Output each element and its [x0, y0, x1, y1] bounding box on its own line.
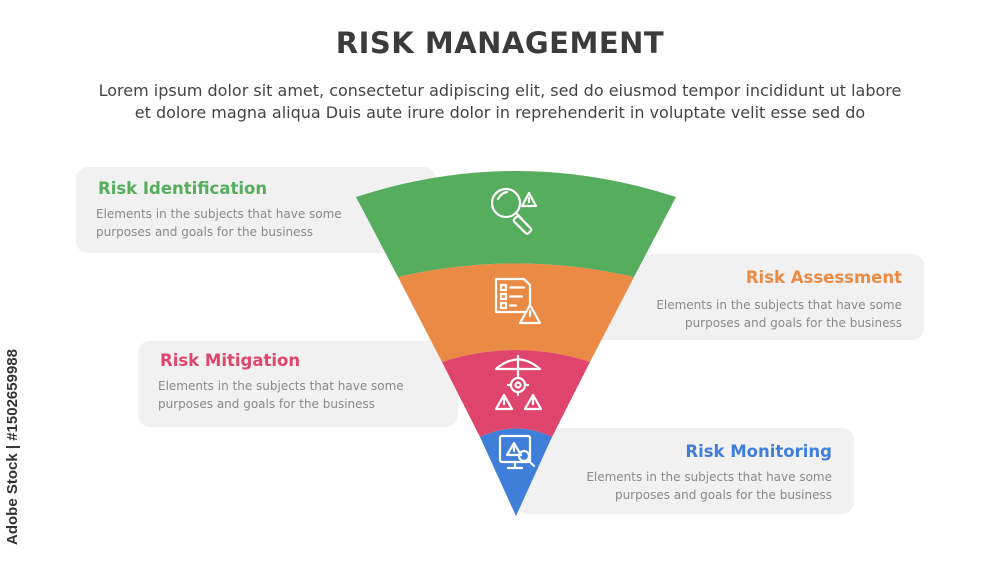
- subtitle-line-2: et dolore magna aliqua Duis aute irure d…: [134, 103, 866, 122]
- stage-desc-identification: Elements in the subjects that have some …: [96, 205, 356, 241]
- stage-desc-mitigation: Elements in the subjects that have some …: [158, 377, 418, 413]
- stage-desc-assessment: Elements in the subjects that have some …: [642, 296, 902, 332]
- stage-desc-line-1: Elements in the subjects that have some: [96, 207, 342, 221]
- stage-desc-line-2: purposes and goals for the business: [684, 316, 902, 330]
- funnel-segment-monitoring: [480, 428, 552, 516]
- monitor-warning-icon: [498, 434, 536, 470]
- funnel-segment-mitigation: [442, 350, 590, 437]
- stage-card-mitigation: Risk Mitigation Elements in the subjects…: [138, 341, 458, 427]
- page-title: RISK MANAGEMENT: [335, 26, 665, 60]
- stage-title-identification: Risk Identification: [98, 179, 268, 198]
- stage-desc-line-2: purposes and goals for the business: [96, 225, 314, 239]
- stage-desc-line-2: purposes and goals for the business: [158, 397, 376, 411]
- stage-title-assessment: Risk Assessment: [745, 268, 902, 287]
- stage-title-mitigation: Risk Mitigation: [160, 351, 301, 370]
- stage-card-monitoring: Risk Monitoring Elements in the subjects…: [515, 428, 854, 514]
- stage-desc-monitoring: Elements in the subjects that have some …: [572, 468, 832, 504]
- checklist-warning-icon: [494, 277, 542, 325]
- stage-desc-line-1: Elements in the subjects that have some: [158, 379, 404, 393]
- stage-desc-line-1: Elements in the subjects that have some: [586, 470, 832, 484]
- page-subtitle: Lorem ipsum dolor sit amet, consectetur …: [40, 80, 960, 124]
- umbrella-gear-warning-icon: [494, 354, 543, 411]
- stage-title-monitoring: Risk Monitoring: [685, 442, 832, 461]
- subtitle-line-1: Lorem ipsum dolor sit amet, consectetur …: [98, 81, 902, 100]
- stage-desc-line-2: purposes and goals for the business: [614, 488, 832, 502]
- magnifier-warning-icon: [490, 187, 538, 235]
- stage-desc-line-1: Elements in the subjects that have some: [656, 298, 902, 312]
- watermark-side-text: Adobe Stock | #1502659988: [4, 349, 21, 545]
